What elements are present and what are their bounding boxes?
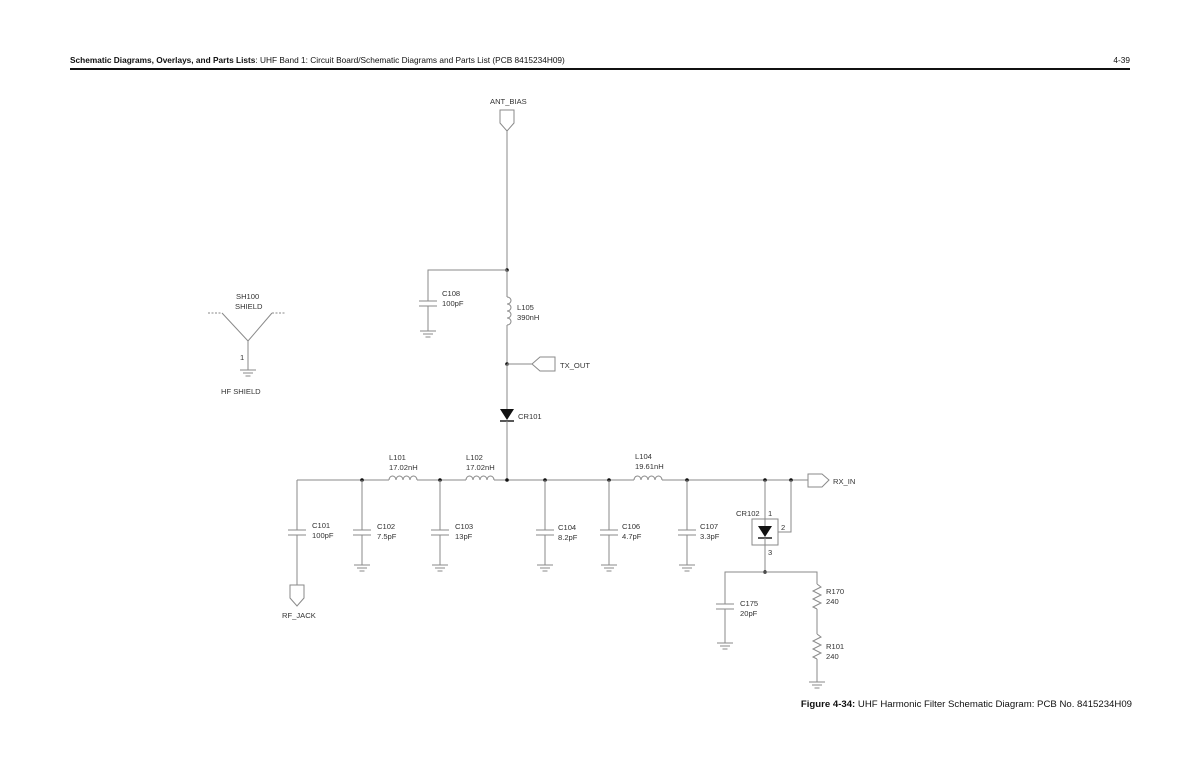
ground-icon <box>431 564 449 572</box>
r170-value: 240 <box>826 597 839 606</box>
sh100-pin: 1 <box>240 353 244 362</box>
l101-ref: L101 <box>389 453 406 462</box>
capacitor-c175: C175 20pF <box>716 571 765 650</box>
ground-icon <box>716 642 734 650</box>
r101-ref: R101 <box>826 642 844 651</box>
c101-ref: C101 <box>312 521 330 530</box>
capacitor-c106: C106 4.7pF <box>600 480 642 572</box>
c108-value: 100pF <box>442 299 464 308</box>
c101-value: 100pF <box>312 531 334 540</box>
section-title-bold: Schematic Diagrams, Overlays, and Parts … <box>70 55 256 65</box>
header-rule <box>70 68 1130 70</box>
cr102-ref: CR102 <box>736 509 760 518</box>
rx-in-label: RX_IN <box>833 477 855 486</box>
c104-ref: C104 <box>558 523 576 532</box>
page-header: Schematic Diagrams, Overlays, and Parts … <box>70 53 1130 69</box>
rf-jack-port-symbol <box>289 584 305 607</box>
l102-ref: L102 <box>466 453 483 462</box>
r101-value: 240 <box>826 652 839 661</box>
diode-icon <box>758 526 772 537</box>
ground-icon <box>678 564 696 572</box>
port-ant-bias: ANT_BIAS <box>490 97 527 132</box>
c106-value: 4.7pF <box>622 532 642 541</box>
tx-out-port-symbol <box>531 356 556 372</box>
c175-value: 20pF <box>740 609 758 618</box>
c104-value: 8.2pF <box>558 533 578 542</box>
inductor-l102: L102 17.02nH <box>465 453 495 481</box>
l105-value: 390nH <box>517 313 539 322</box>
cr102-pin-1: 1 <box>768 509 772 518</box>
c107-value: 3.3pF <box>700 532 720 541</box>
cr102-pin-3: 3 <box>768 548 772 557</box>
c102-value: 7.5pF <box>377 532 397 541</box>
l104-ref: L104 <box>635 452 652 461</box>
ground-icon <box>419 330 437 338</box>
sh100-name: SHIELD <box>235 302 263 311</box>
figure-caption: Figure 4-34: UHF Harmonic Filter Schemat… <box>801 699 1132 710</box>
capacitor-c107: C107 3.3pF <box>678 480 720 572</box>
c175-ref: C175 <box>740 599 758 608</box>
ground-icon <box>239 369 257 377</box>
resistor-r101: R101 240 <box>808 633 844 689</box>
figure-title: UHF Harmonic Filter Schematic Diagram: P… <box>855 699 1132 710</box>
port-rx-in: RX_IN <box>807 473 855 488</box>
shield-sh100: SH100 SHIELD 1 HF SHIELD <box>208 292 286 396</box>
ant-bias-port-symbol <box>499 109 515 132</box>
capacitor-c108: C108 100pF <box>419 269 507 338</box>
c106-ref: C106 <box>622 522 640 531</box>
hf-shield-label: HF SHIELD <box>221 387 261 396</box>
l102-value: 17.02nH <box>466 463 495 472</box>
figure-number: Figure 4-34: <box>800 699 856 710</box>
inductor-l101: L101 17.02nH <box>388 453 418 481</box>
c102-ref: C102 <box>377 522 395 531</box>
page-number: 4-39 <box>1113 55 1130 65</box>
sh100-ref: SH100 <box>236 292 259 301</box>
c103-value: 13pF <box>455 532 473 541</box>
resistor-r170: R170 240 <box>765 571 844 634</box>
rf-jack-label: RF_JACK <box>282 611 316 620</box>
l105-ref: L105 <box>517 303 534 312</box>
rx-in-port-symbol <box>807 473 830 488</box>
junction-dot <box>505 478 509 482</box>
section-title: Schematic Diagrams, Overlays, and Parts … <box>70 55 565 65</box>
ant-bias-label: ANT_BIAS <box>490 97 527 106</box>
capacitor-c103: C103 13pF <box>431 480 473 572</box>
capacitor-c104: C104 8.2pF <box>536 480 578 572</box>
diode-cr101: CR101 <box>500 364 542 480</box>
capacitor-c102: C102 7.5pF <box>353 480 397 572</box>
c108-ref: C108 <box>442 289 460 298</box>
diode-cr102: CR102 1 2 3 <box>736 480 792 572</box>
l101-value: 17.02nH <box>389 463 418 472</box>
section-title-rest: : UHF Band 1: Circuit Board/Schematic Di… <box>255 55 565 65</box>
inductor-l105: L105 390nH <box>506 270 539 364</box>
capacitor-c101: C101 100pF <box>288 480 334 585</box>
port-rf-jack: RF_JACK <box>282 584 316 620</box>
r170-ref: R170 <box>826 587 844 596</box>
ground-icon <box>353 564 371 572</box>
l104-value: 19.61nH <box>635 462 664 471</box>
cr101-ref: CR101 <box>518 412 542 421</box>
ground-icon <box>536 564 554 572</box>
cr102-pin-2: 2 <box>781 523 785 532</box>
inductor-l104: L104 19.61nH <box>633 452 664 481</box>
port-tx-out: TX_OUT <box>507 356 590 372</box>
diode-icon <box>500 409 514 420</box>
ground-icon <box>600 564 618 572</box>
c107-ref: C107 <box>700 522 718 531</box>
c103-ref: C103 <box>455 522 473 531</box>
tx-out-label: TX_OUT <box>560 361 590 370</box>
ground-icon <box>808 681 826 689</box>
